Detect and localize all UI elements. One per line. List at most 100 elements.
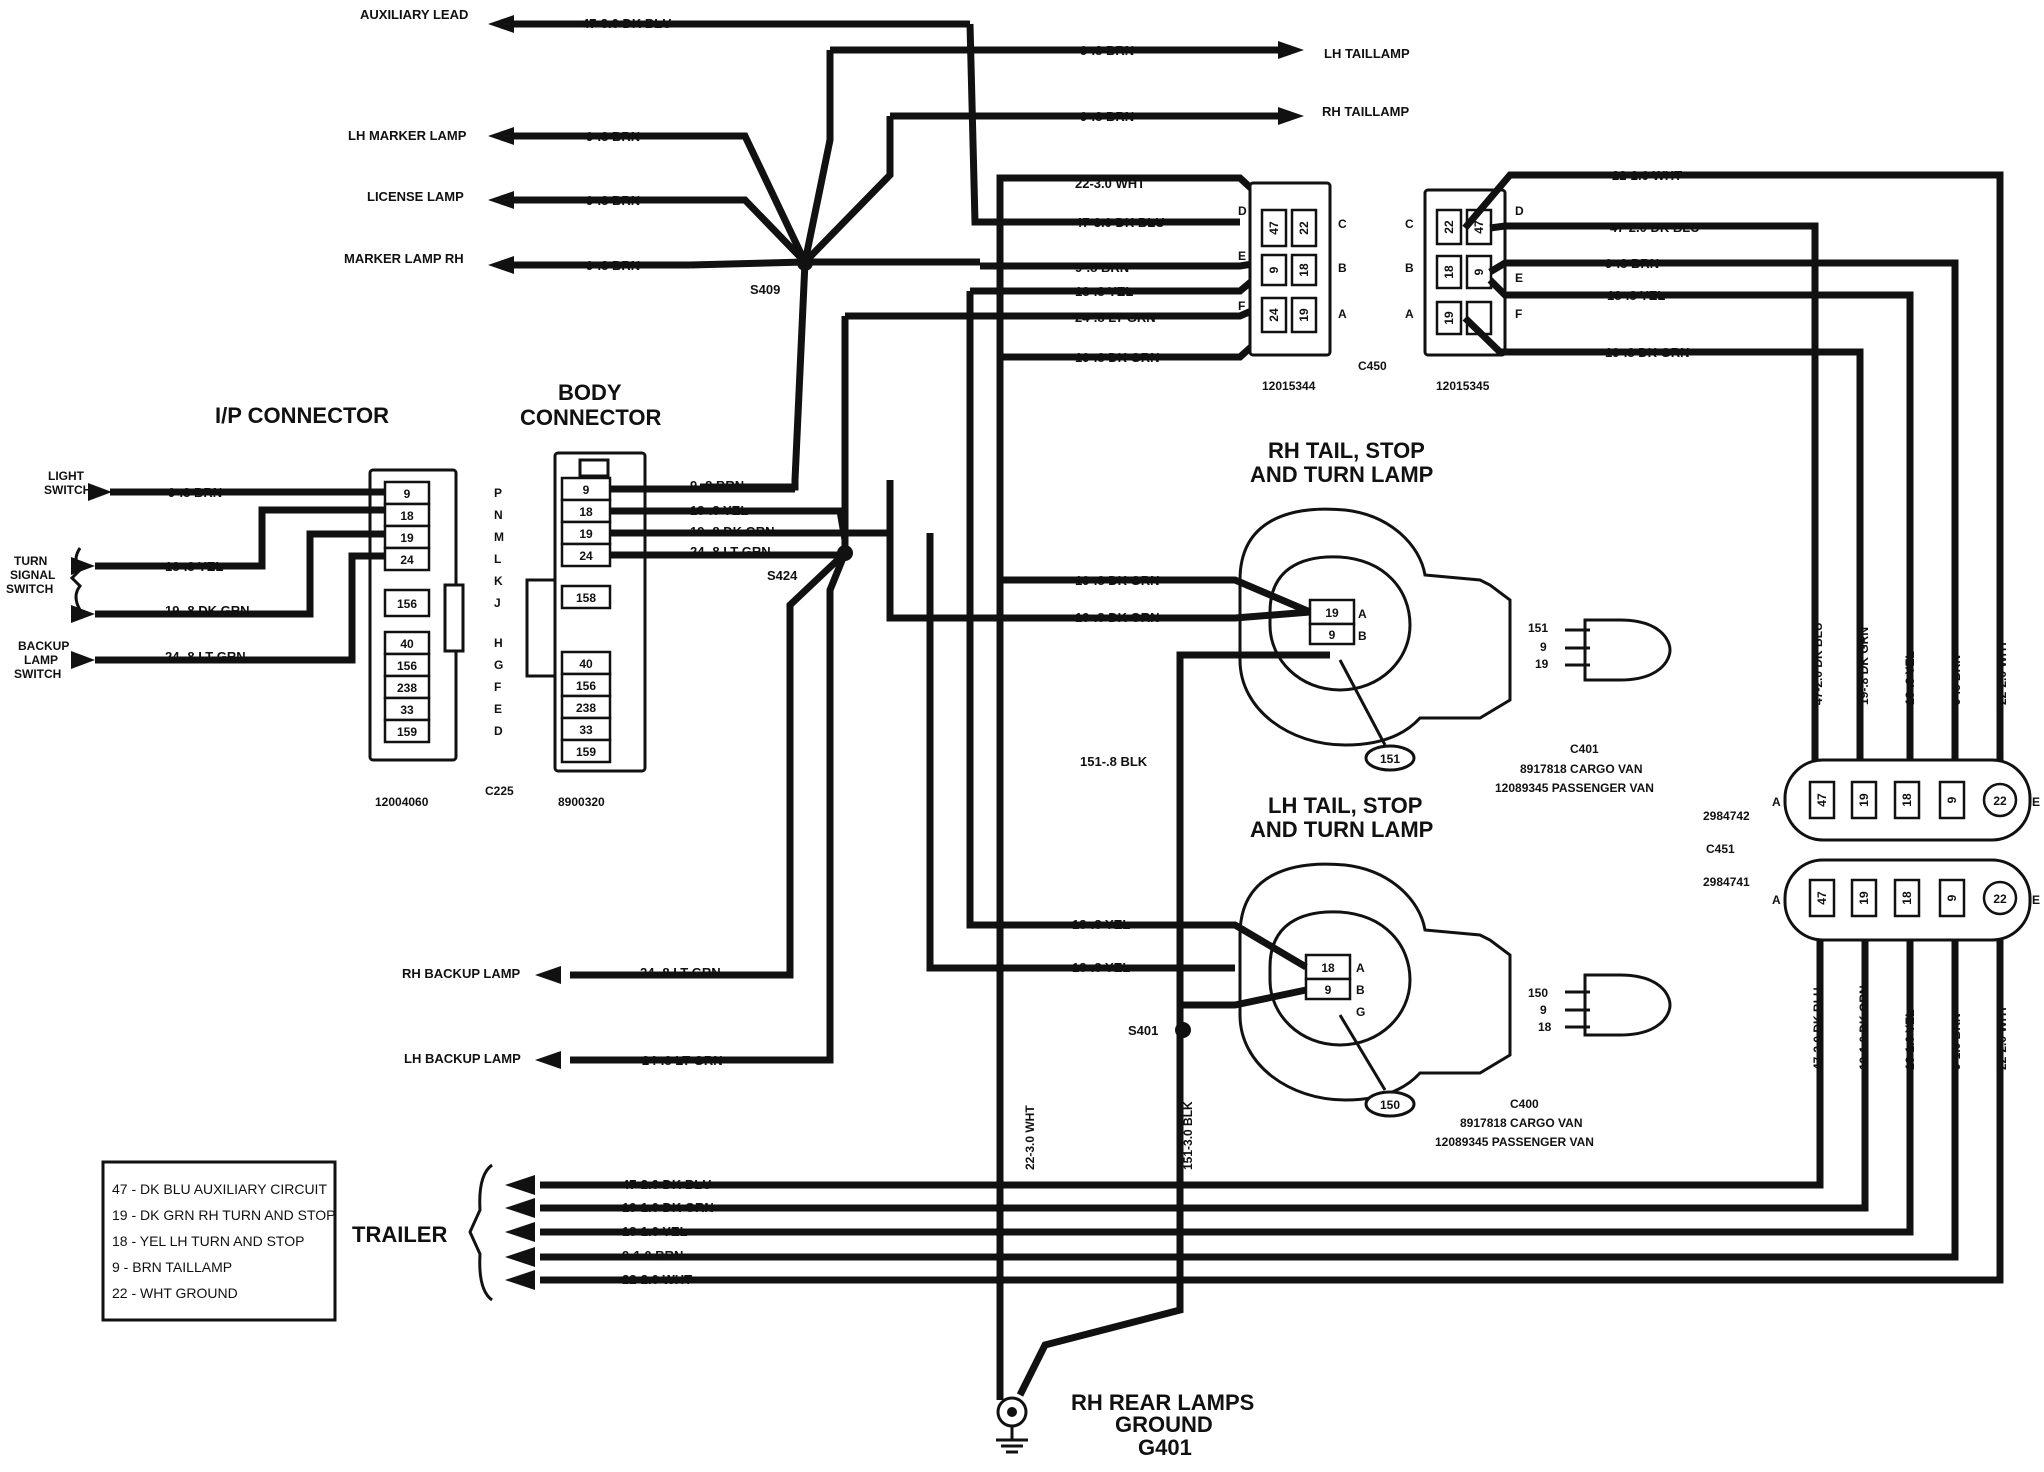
trailer-wire: 9-1.0 BRN	[622, 1248, 683, 1263]
legend-item: 18 - YEL LH TURN AND STOP	[112, 1233, 304, 1249]
body-wire-9: 9-.8 BRN	[690, 478, 744, 493]
lh-lamp-pin: 9	[1325, 983, 1332, 997]
ip-cavity: 238	[397, 681, 417, 695]
ip-wire-18: 18-.8 YEL	[165, 559, 223, 574]
rh-lamp-letter: B	[1358, 629, 1367, 643]
trailer-wire: 18-1.0 YEL	[622, 1224, 688, 1239]
body-cavity: 19	[579, 527, 593, 541]
arrow-left-icon	[488, 256, 514, 274]
rh-lamp: RH TAIL, STOP AND TURN LAMP 19 9 A B 151…	[1238, 438, 1654, 795]
body-letter: N	[494, 508, 503, 522]
c451-upper: 47 19 18 9 22 A E 2984742 C451	[1703, 758, 2040, 856]
c450-cell: 22	[1297, 221, 1311, 235]
c451-vwire: 22-2.0 WHT	[1995, 1005, 2009, 1070]
arrow-left-icon	[535, 966, 561, 984]
c450-cell: 19	[1442, 311, 1456, 325]
ip-cavity: 156	[397, 659, 417, 673]
arrow-right-icon	[1278, 107, 1304, 125]
rh-taillamp-circuit: RH TAILLAMP 9-.8 BRN	[890, 104, 1409, 125]
c451-vwire: 19-.8 DK GRN	[1857, 627, 1871, 705]
c225-label: C225	[485, 784, 514, 798]
body-cavity: 18	[579, 505, 593, 519]
c450-left-part: 12015344	[1262, 379, 1316, 393]
body-cavity: 158	[576, 591, 596, 605]
c451-letter: A	[1772, 795, 1781, 809]
body-cavity: 9	[583, 483, 590, 497]
c400-passenger: 12089345 PASSENGER VAN	[1435, 1135, 1594, 1149]
lh-backup-circuit: LH BACKUP LAMP 24-.8 LT GRN	[404, 1051, 723, 1069]
c450-cell: 9	[1267, 266, 1281, 273]
rh-lamp-wires: 19-.8 DK GRN 19-.8 DK GRN 151-.8 BLK	[890, 357, 1330, 1280]
c450-wire-9: 9-.8 BRN	[1075, 260, 1129, 275]
c450-letter: D	[1238, 204, 1247, 218]
trailer-wire-routes	[540, 940, 2004, 1284]
trailer-wire: 22-2.0 WHT	[622, 1272, 692, 1287]
lh-lamp-bulb: 150	[1380, 1098, 1400, 1112]
ip-cavity: 24	[400, 553, 414, 567]
backup-switch-label: LAMP	[24, 653, 58, 667]
c451-vwire: 18-1.0 YEL	[1903, 1010, 1917, 1070]
lh-marker-circuit: LH MARKER LAMP 9-.8 BRN	[348, 127, 690, 145]
c451-cell: 47	[1815, 793, 1829, 807]
c450-letter: F	[1238, 299, 1245, 313]
arrow-left-icon	[505, 1175, 535, 1195]
c451-cell: 9	[1945, 796, 1959, 803]
rh-lamp-pin: 19	[1325, 606, 1339, 620]
rh-lamp-pin: 9	[1329, 628, 1336, 642]
rh-backup-label: RH BACKUP LAMP	[402, 966, 521, 981]
aux-lead-circuit: AUXILIARY LEAD 47-3.0 DK BLU	[360, 7, 970, 33]
bulb-pin: 150	[1528, 986, 1548, 1000]
light-switch-label: SWITCH	[44, 483, 91, 497]
turn-switch-label: SIGNAL	[10, 568, 55, 582]
ground-label: G401	[1138, 1435, 1192, 1460]
body-letter: M	[494, 530, 504, 544]
c451-cell: 19	[1857, 793, 1871, 807]
ip-cavity: 159	[397, 725, 417, 739]
c451-cell: 18	[1900, 891, 1914, 905]
c451-cell: 19	[1857, 891, 1871, 905]
ground: 22-3.0 WHT 151-3.0 BLK RH REAR LAMPS GRO…	[996, 1101, 1254, 1460]
c450-wire-22: 22-3.0 WHT	[1075, 176, 1145, 191]
ground-vwire: 151-3.0 BLK	[1181, 1101, 1195, 1170]
body-letter: L	[494, 552, 501, 566]
c450-right-connector: 22 47 18 9 19 C B A D E F 12015345	[1405, 188, 1524, 393]
lh-taillamp-wire: 9-.8 BRN	[1080, 43, 1134, 58]
lh-lamp-letter: G	[1356, 1005, 1365, 1019]
body-wire-18: 18-.8 YEL	[690, 503, 748, 518]
c450-letter: A	[1338, 307, 1347, 321]
c450-left-wires: 22-3.0 WHT 47-3.0 DK BLU 9-.8 BRN 18-.8 …	[845, 174, 1283, 1395]
legend-item: 22 - WHT GROUND	[112, 1285, 238, 1301]
lh-taillamp-label: LH TAILLAMP	[1324, 46, 1410, 61]
arrow-right-icon	[71, 651, 95, 669]
splice-dot	[1175, 1022, 1191, 1038]
lh-bulb: 150 9 18	[1528, 973, 1672, 1037]
c450-cell: 47	[1267, 221, 1281, 235]
body-cavities: 9 18 19 24 158 40 156 238 33 159	[560, 476, 612, 764]
c451-vwire: 19-1.0 DK GRN	[1857, 985, 1871, 1070]
c450-right-wires: 22-2.0 WHT 47-2.0 DK BLU 9-.8 BRN 18-.8 …	[1462, 168, 2004, 760]
ip-cavity: 9	[404, 487, 411, 501]
rh-taillamp-wire: 9-.8 BRN	[1080, 109, 1134, 124]
arrow-left-icon	[505, 1247, 535, 1267]
body-letter: P	[494, 486, 502, 500]
rh-backup-wire: 24-.8 LT GRN	[640, 965, 721, 980]
c450-cell: 9	[1472, 268, 1486, 275]
backup-switch-label: BACKUP	[18, 639, 69, 653]
c450-letter: C	[1405, 217, 1414, 231]
c451-upper-part: 2984742	[1703, 809, 1750, 823]
c451-lower: 47 19 18 9 22 A E 2984741	[1703, 858, 2040, 942]
turn-switch-label: SWITCH	[6, 582, 53, 596]
lh-taillamp-circuit: LH TAILLAMP 9-.8 BRN	[830, 41, 1410, 61]
arrow-right-icon	[71, 605, 95, 623]
rh-backup-circuit: RH BACKUP LAMP 24-.8 LT GRN	[402, 965, 721, 984]
aux-lead-wire: 47-3.0 DK BLU	[582, 16, 672, 31]
rh-lamp-wire: 19-.8 DK GRN	[1075, 610, 1160, 625]
c450-right-part: 12015345	[1436, 379, 1490, 393]
c450-left-connector: 47 22 9 18 24 19 D E F C B A 12015344 C4…	[1238, 181, 1387, 393]
body-connector-title: CONNECTOR	[520, 405, 661, 430]
s424-label: S424	[767, 568, 798, 583]
c451-vwire: 47-2.0 DK BLU	[1811, 622, 1825, 705]
c451-id: C451	[1706, 842, 1735, 856]
c450-letter: C	[1338, 217, 1347, 231]
arrow-left-icon	[488, 191, 514, 209]
